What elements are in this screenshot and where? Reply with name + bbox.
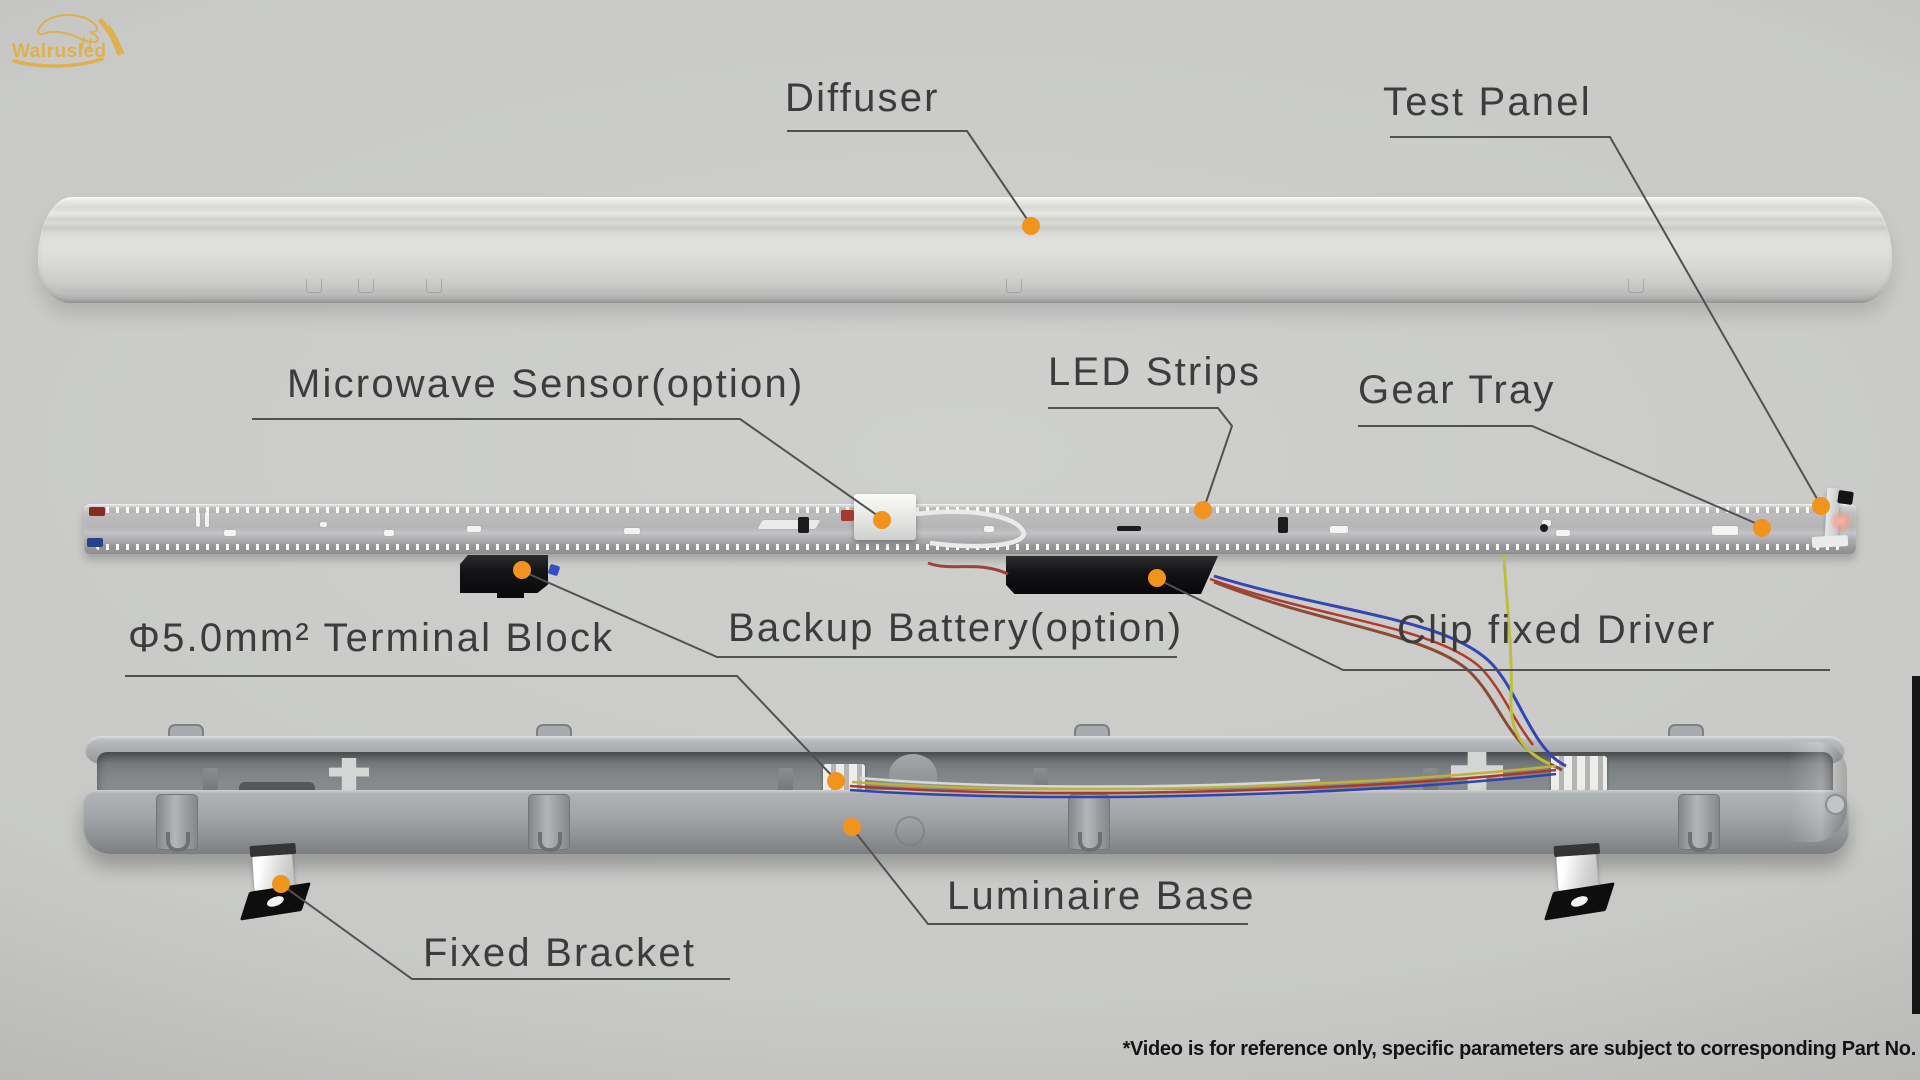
backup-battery-part: [460, 555, 548, 593]
part-label-luminaire-base: Luminaire Base: [947, 874, 1256, 918]
logo-splash: [98, 18, 122, 56]
part-label-diffuser: Diffuser: [785, 76, 940, 120]
part-label-terminal-block: Φ5.0mm² Terminal Block: [128, 616, 615, 660]
led-strip-row: [96, 507, 1840, 513]
battery-wire-nub: [547, 563, 561, 577]
fixed-bracket-part: [239, 842, 319, 921]
tray-red-connector: [89, 507, 105, 516]
base-latch: [156, 794, 198, 852]
logo-swoosh: [12, 57, 104, 68]
diffuser-clip-mark: [1006, 279, 1022, 293]
part-label-backup-battery: Backup Battery(option): [728, 606, 1184, 650]
microwave-sensor-part: [841, 494, 916, 540]
driver-wire-red: [1209, 577, 1534, 746]
part-label-fixed-bracket: Fixed Bracket: [423, 931, 697, 975]
walrus-icon: [36, 13, 99, 44]
diffuser-clip-mark: [1628, 279, 1644, 293]
fixed-bracket-part: [1543, 842, 1623, 921]
right-edge-strip: [1912, 676, 1920, 1014]
diffuser-clip-mark: [358, 279, 374, 293]
tray-clip: [1278, 517, 1288, 533]
sensor-red-tag: [841, 510, 854, 521]
part-label-test-panel: Test Panel: [1383, 80, 1592, 124]
tray-blue-connector: [87, 538, 103, 547]
logo-text: Walrusled: [12, 41, 107, 62]
gear-tray-part: [84, 504, 1856, 554]
driver-wire-red-left: [927, 561, 1009, 576]
part-label-gear-tray: Gear Tray: [1358, 368, 1556, 412]
base-front-circle: [895, 816, 925, 846]
base-latch: [1678, 794, 1720, 852]
part-label-microwave-sensor: Microwave Sensor(option): [287, 362, 805, 406]
tray-clip: [1117, 526, 1141, 531]
part-label-led-strips: LED Strips: [1048, 350, 1262, 394]
luminaire-base-part: [83, 724, 1849, 860]
walrus-tusks: [81, 37, 92, 50]
callout-test-panel: [1390, 136, 1830, 515]
tray-clip: [798, 517, 809, 533]
base-latch: [1068, 794, 1110, 852]
clip-fixed-driver-part: [1006, 556, 1218, 594]
battery-step: [497, 590, 524, 598]
tray-cutout: [757, 520, 821, 529]
diffuser-part: [38, 197, 1892, 303]
test-panel-part: [1806, 484, 1862, 554]
diffuser-clip-mark: [426, 279, 442, 293]
diffuser-clip-mark: [306, 279, 322, 293]
test-panel-led-glow: [1830, 510, 1852, 532]
callout-led-strips: [1048, 407, 1234, 519]
base-latch: [528, 794, 570, 852]
footnote-text: *Video is for reference only, specific p…: [1122, 1038, 1917, 1060]
led-strip-row: [96, 544, 1840, 550]
walrusled-logo: Walrusled: [12, 13, 125, 68]
tray-clip: [1540, 524, 1548, 532]
part-label-clip-fixed-driver: Clip fixed Driver: [1397, 608, 1717, 652]
